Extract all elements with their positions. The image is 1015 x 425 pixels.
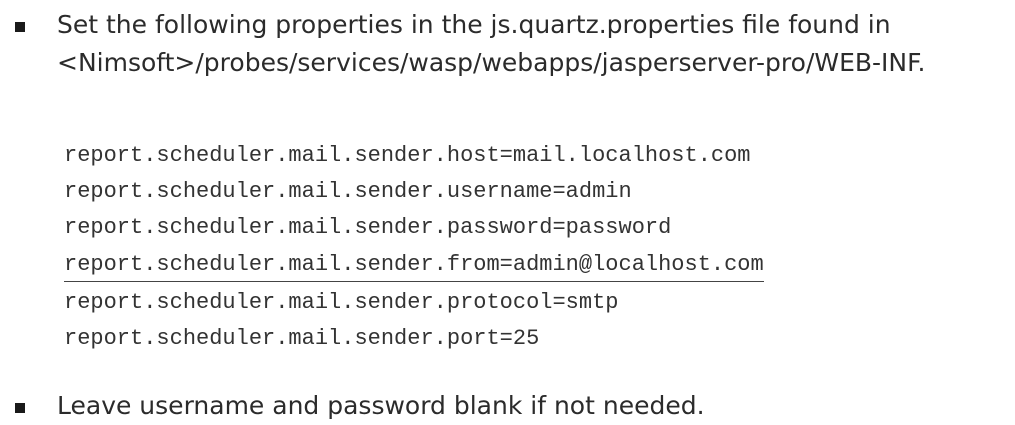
bullet-text: Set the following properties in the js.q… (57, 6, 1007, 82)
bullet-item-leave-blank-note: Leave username and password blank if not… (0, 387, 1015, 420)
code-line-port: report.scheduler.mail.sender.port=25 (64, 325, 540, 351)
code-line-host: report.scheduler.mail.sender.host=mail.l… (64, 143, 751, 168)
bullet-text-line: Leave username and password blank if not… (57, 391, 705, 420)
square-bullet-icon (15, 403, 25, 413)
code-line-password: report.scheduler.mail.sender.password=pa… (64, 215, 672, 241)
bullet-text: Leave username and password blank if not… (57, 387, 1007, 425)
bullet-text-line: <Nimsoft>/probes/services/wasp/webapps/j… (57, 48, 926, 77)
bullet-item-properties-instruction: Set the following properties in the js.q… (0, 6, 1015, 86)
bullet-text-line: Set the following properties in the js.q… (57, 10, 891, 39)
code-line-username: report.scheduler.mail.sender.username=ad… (64, 179, 632, 205)
code-line-from: report.scheduler.mail.sender.from=admin@… (64, 248, 764, 282)
code-block: report.scheduler.mail.sender.host=mail.l… (64, 138, 964, 358)
code-line-protocol: report.scheduler.mail.sender.protocol=sm… (64, 289, 619, 315)
square-bullet-icon (15, 22, 25, 32)
